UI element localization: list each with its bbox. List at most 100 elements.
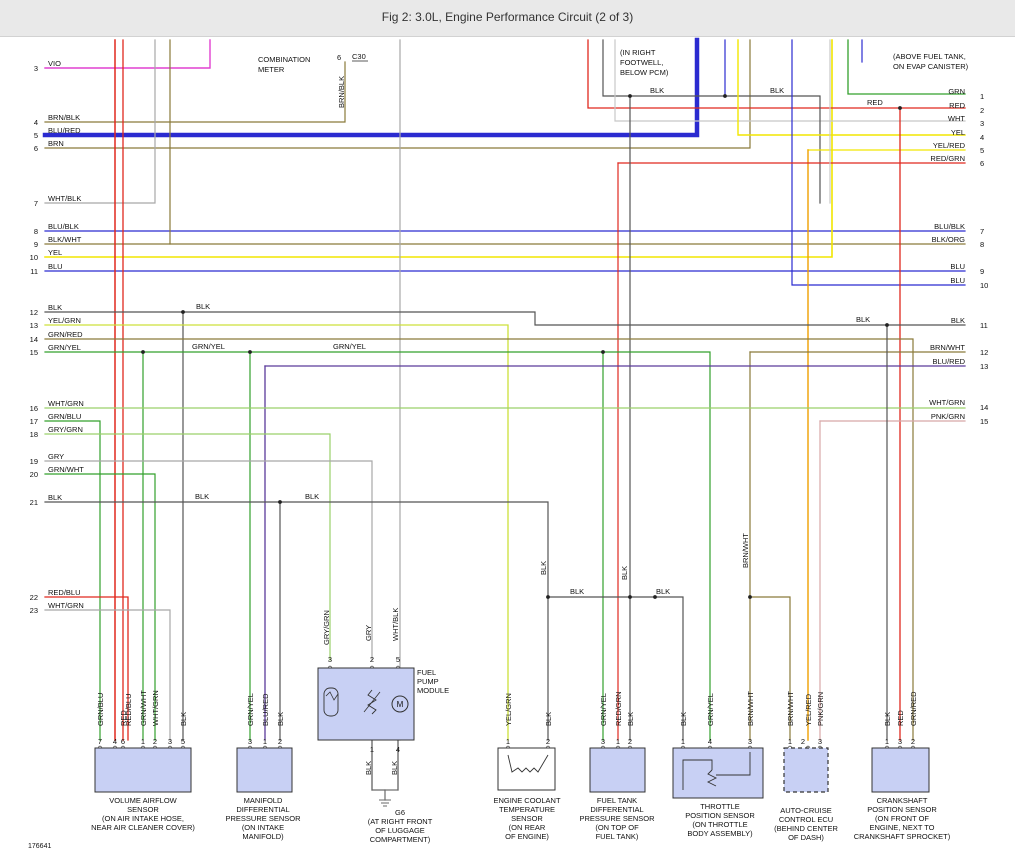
right-wire-label: BLK: [951, 316, 965, 325]
combination-meter-label: COMBINATION: [258, 55, 310, 64]
right-pin-number: 14: [980, 403, 988, 412]
component-pin-number: 3: [601, 737, 605, 746]
component-wire-label: RED: [896, 710, 905, 726]
wire-label: BLK: [196, 302, 210, 311]
component-wire-label: GRN/RED: [909, 691, 918, 726]
wire: [44, 460, 373, 661]
component-wire-label: BLK: [883, 712, 892, 726]
left-pin-number: 8: [34, 227, 38, 236]
manifold-pressure-sensor: [236, 747, 293, 793]
left-pin-number: 13: [30, 321, 38, 330]
right-footwell-note: BELOW PCM): [620, 68, 669, 77]
left-wire-label: BLK: [48, 303, 62, 312]
component-wire-label: GRN/WHT: [139, 690, 148, 726]
junction-dot: [181, 310, 185, 314]
component-pin-number: 7: [98, 737, 102, 746]
ground-g6-label: OF LUGGAGE: [375, 826, 425, 835]
c30-pin: 6: [337, 53, 341, 62]
component-pin-number: 2: [801, 737, 805, 746]
right-pin-number: 8: [980, 240, 984, 249]
wire-label: BLK: [539, 561, 548, 575]
junction-dot: [601, 350, 605, 354]
throttle-position-sensor-label: THROTTLE: [700, 802, 740, 811]
left-pin-number: 12: [30, 308, 38, 317]
left-pin-number: 20: [30, 470, 38, 479]
junction-dot: [278, 500, 282, 504]
component-wire-label: RED/BLU: [124, 693, 133, 726]
wire: [44, 338, 914, 741]
right-footwell-note: FOOTWELL,: [620, 58, 663, 67]
junction-dot: [628, 94, 632, 98]
crankshaft-position-sensor-label: ENGINE, NEXT TO: [869, 823, 934, 832]
right-wire-label: PNK/GRN: [931, 412, 965, 421]
component-pin-number: 3: [898, 737, 902, 746]
component-pin-number: 3: [818, 737, 822, 746]
component-pin-number: 1: [681, 737, 685, 746]
component-wire-label: BLU/RED: [261, 693, 270, 726]
volume-airflow-sensor-label: VOLUME AIRFLOW: [109, 796, 177, 805]
component-pin-number: 3: [328, 655, 332, 664]
wire: [44, 501, 549, 741]
wire-label: GRY: [364, 625, 373, 641]
throttle-position-sensor: [672, 747, 764, 799]
coolant-temp-sensor-label: TEMPERATURE: [499, 805, 555, 814]
wire: [44, 39, 211, 69]
fuel-tank-pressure-sensor-label: FUEL TANK: [597, 796, 637, 805]
wire: [847, 39, 966, 95]
wire: [44, 420, 101, 741]
sender-icon: [323, 687, 339, 717]
component-pin-number: 1: [788, 737, 792, 746]
figure-title: Fig 2: 3.0L, Engine Performance Circuit …: [381, 10, 634, 24]
right-wire-label: BRN/WHT: [930, 343, 965, 352]
left-pin-number: 7: [34, 199, 38, 208]
crankshaft-position-sensor-label: (ON FRONT OF: [875, 814, 929, 823]
throttle-position-sensor-label: POSITION SENSOR: [685, 811, 755, 820]
crankshaft-position-sensor: [871, 747, 930, 793]
fuel-tank-pressure-sensor-label: (ON TOP OF: [595, 823, 639, 832]
figure-id: 176641: [28, 843, 51, 850]
motor-icon: M: [397, 700, 404, 709]
right-pin-number: 4: [980, 133, 984, 142]
wire: [44, 39, 833, 258]
wire: [44, 433, 331, 661]
left-wire-label: WHT/GRN: [48, 399, 84, 408]
fuel-pump-module: [317, 667, 415, 741]
coolant-temp-sensor-label: ENGINE COOLANT: [493, 796, 561, 805]
wire: [614, 39, 966, 122]
manifold-pressure-sensor-label: PRESSURE SENSOR: [225, 814, 301, 823]
left-pin-number: 21: [30, 498, 38, 507]
component-pin-number: 2: [546, 737, 550, 746]
right-pin-number: 2: [980, 106, 984, 115]
component-wire-label: GRN/YEL: [246, 693, 255, 726]
fuel-tank-pressure-sensor-label: DIFFERENTIAL: [590, 805, 643, 814]
manifold-pressure-sensor-label: MANIFOLD: [244, 796, 283, 805]
wire: [587, 39, 966, 109]
right-pin-number: 6: [980, 159, 984, 168]
right-pin-number: 5: [980, 146, 984, 155]
component-wire-label: BLK: [276, 712, 285, 726]
wire-label: GRY/GRN: [322, 610, 331, 645]
left-pin-number: 6: [34, 144, 38, 153]
left-pin-number: 9: [34, 240, 38, 249]
wire: [749, 596, 791, 741]
thermistor-icon: [507, 754, 549, 773]
left-wire-label: BLK: [48, 493, 62, 502]
wire: [44, 324, 509, 741]
blu-red-bus: [42, 37, 700, 138]
component-pin-number: 1: [506, 737, 510, 746]
motor-icon: [391, 695, 409, 713]
left-pin-number: 4: [34, 118, 38, 127]
wire-label: GRN/YEL: [333, 342, 366, 351]
ground-g6-label: G6: [395, 808, 405, 817]
right-pin-number: 11: [980, 321, 988, 330]
right-wire-label: BLK/ORG: [932, 235, 966, 244]
left-pin-number: 22: [30, 593, 38, 602]
left-wire-label: BLU/BLK: [48, 222, 79, 231]
fuel-tank-pressure-sensor: [589, 747, 646, 793]
junction-dot: [248, 350, 252, 354]
auto-cruise-ecu-label: (BEHIND CENTER: [774, 824, 838, 833]
component-wire-label: BLK: [679, 712, 688, 726]
component-wire-label: BLK: [544, 712, 553, 726]
throttle-position-sensor-label: BODY ASSEMBLY): [687, 829, 753, 838]
left-pin-number: 14: [30, 335, 38, 344]
